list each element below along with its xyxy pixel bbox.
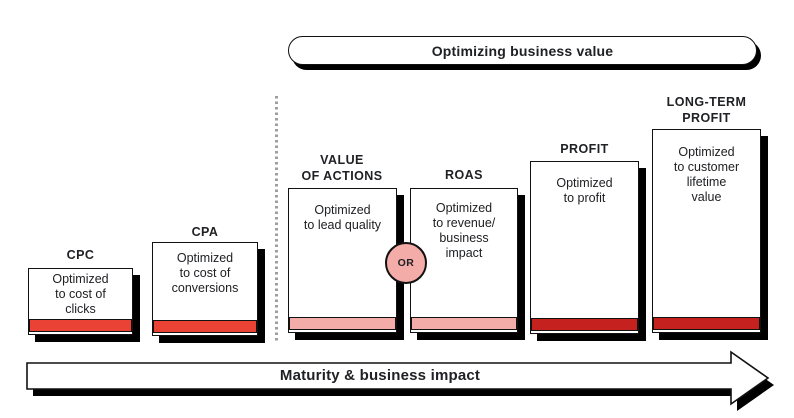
stage-box-value-of-actions: Optimized to lead quality (288, 188, 397, 333)
stage-box-cpa: Optimized to cost of conversions (152, 242, 258, 336)
or-connector-badge: OR (385, 242, 427, 284)
stage-title-cpc: CPC (66, 248, 95, 262)
stage-box-profit: Optimized to profit (530, 161, 639, 334)
stage-title-value-of-actions: VALUE OF ACTIONS (301, 153, 383, 183)
stage-box-long-term-profit: Optimized to customer lifetime value (652, 129, 761, 333)
maturity-arrow-label: Maturity & business impact (279, 367, 481, 384)
optimizing-business-value-banner: Optimizing business value (288, 36, 757, 65)
stage-box-cpc: Optimized to cost of clicks (28, 268, 133, 335)
stage-color-strip (653, 317, 760, 330)
stage-color-strip (153, 320, 257, 333)
divider-dotted-line (275, 96, 278, 341)
stage-color-strip (289, 317, 396, 330)
stage-title-roas: ROAS (445, 168, 483, 182)
banner-label: Optimizing business value (431, 42, 614, 59)
stage-body-text: Optimized to cost of clicks (52, 272, 109, 316)
stage-color-strip (411, 317, 517, 330)
or-label: OR (397, 257, 415, 269)
stage-title-long-term-profit: LONG-TERM PROFIT (666, 95, 747, 125)
stage-title-cpa: CPA (191, 225, 219, 239)
stage-body-text: Optimized to cost of conversions (171, 251, 239, 295)
stage-body-text: Optimized to revenue/ business impact (432, 201, 496, 260)
stage-body-text: Optimized to customer lifetime value (673, 145, 740, 204)
maturity-arrow (26, 350, 774, 411)
stage-color-strip (531, 318, 638, 331)
stage-body-text: Optimized to profit (556, 176, 613, 205)
stage-title-profit: PROFIT (560, 142, 609, 156)
stage-body-text: Optimized to lead quality (303, 203, 382, 232)
stage-box-roas: Optimized to revenue/ business impact (410, 188, 518, 333)
stage-color-strip (29, 319, 132, 332)
maturity-arrow-body (26, 350, 770, 406)
